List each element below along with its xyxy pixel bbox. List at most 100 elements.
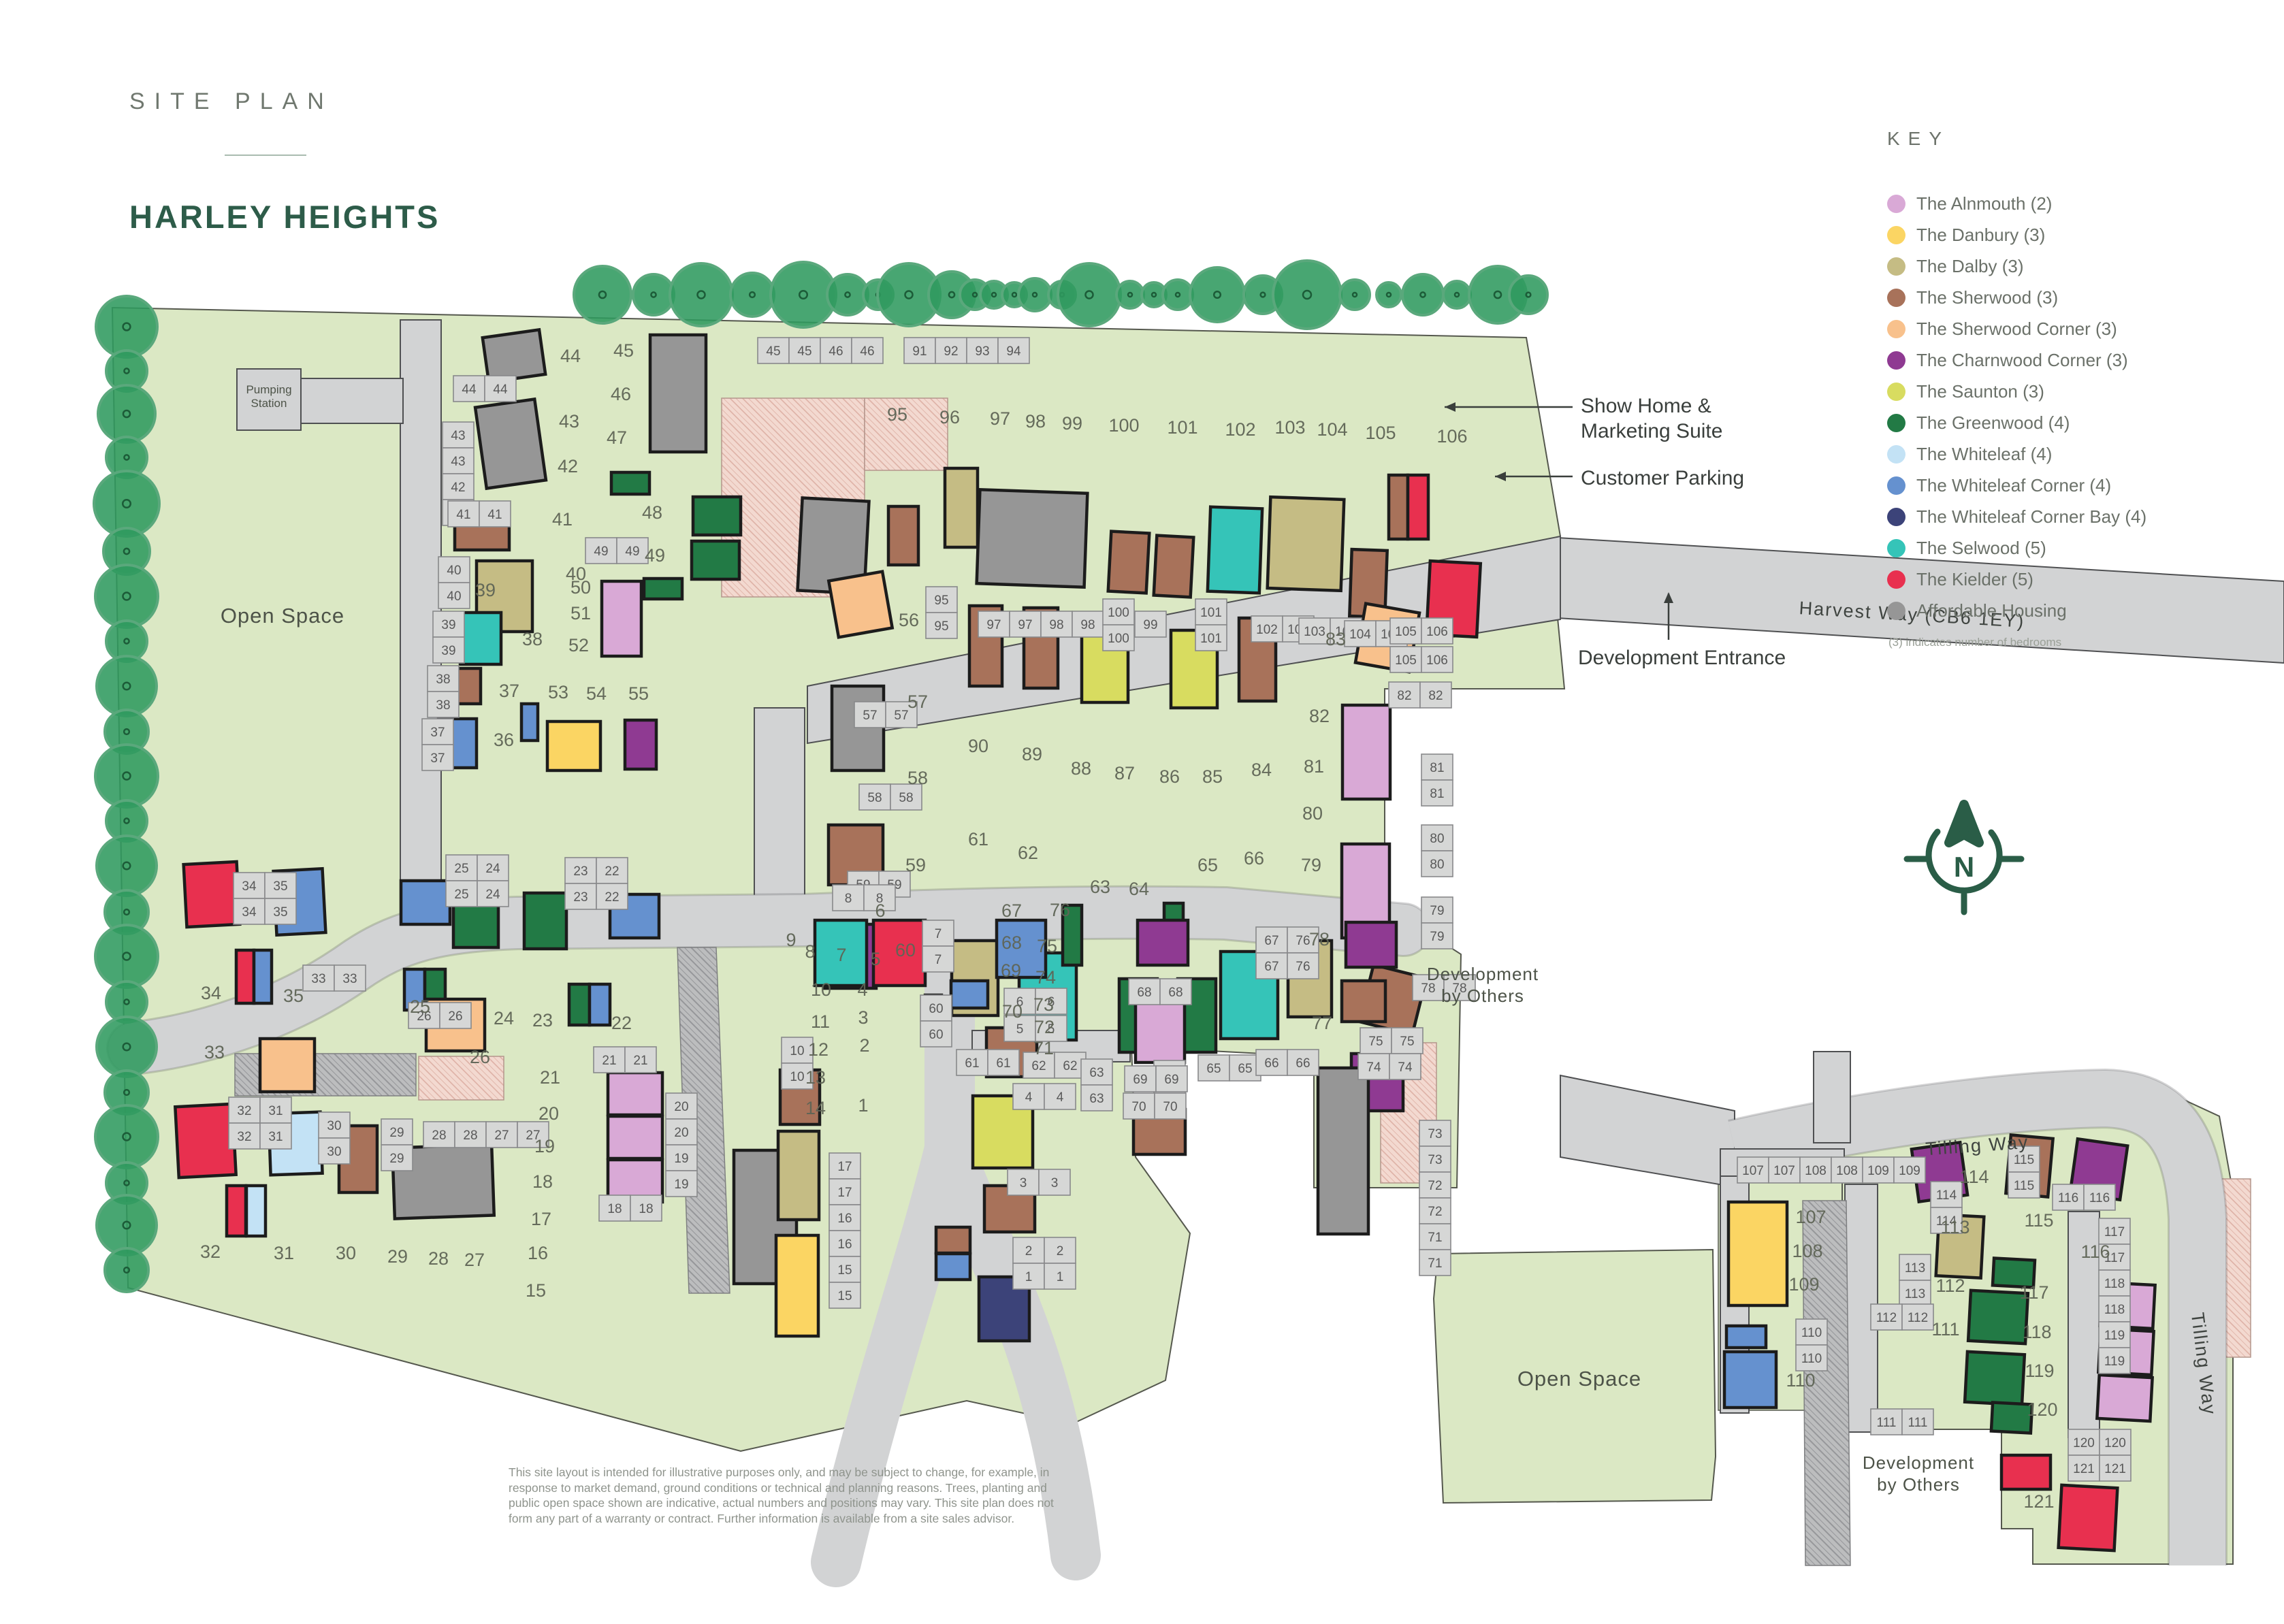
parking-bay: 35 xyxy=(264,898,297,925)
parking-bay-number: 62 xyxy=(1031,1059,1046,1073)
page-eyebrow: SITE PLAN xyxy=(129,88,334,114)
parking-bay-number: 74 xyxy=(1366,1060,1381,1075)
tree-icon xyxy=(94,564,159,629)
house-ch xyxy=(1344,920,1398,969)
house-sh xyxy=(1387,473,1410,541)
parking-bay: 95 xyxy=(925,586,958,613)
parking-bay: 58 xyxy=(890,783,922,811)
parking-bay: 42 xyxy=(442,473,475,500)
parking-bay: 57 xyxy=(885,701,918,728)
parking-bay: 98 xyxy=(1072,611,1104,638)
compass-icon: N xyxy=(1903,800,2025,915)
parking-bay: 73 xyxy=(1419,1120,1451,1147)
key-item: The Dalby (3) xyxy=(1887,250,2268,282)
parking-bay: 110 xyxy=(1795,1344,1828,1371)
parking-bay: 43 xyxy=(442,447,475,474)
plot-number: 52 xyxy=(568,635,589,655)
key-item: Affordable Housing xyxy=(1887,595,2268,626)
parking-bay-number: 108 xyxy=(1836,1164,1858,1178)
parking-bay-number: 74 xyxy=(1398,1060,1413,1075)
parking-bay-number: 76 xyxy=(1296,960,1310,974)
parking-bay: 106 xyxy=(1421,617,1453,645)
house-ch xyxy=(1136,918,1190,967)
plot-number: 28 xyxy=(428,1248,449,1269)
parking-bay-number: 43 xyxy=(451,455,465,469)
parking-bay-number: 1 xyxy=(1057,1270,1064,1284)
plot-number: 35 xyxy=(283,986,304,1006)
house-wc xyxy=(995,918,1048,979)
key-swatch-icon xyxy=(1887,194,1905,213)
key-item: The Kielder (5) xyxy=(1887,564,2268,595)
parking-bay: 82 xyxy=(1388,681,1421,709)
house-gr xyxy=(1963,1350,2027,1407)
plot-number: 34 xyxy=(201,983,221,1003)
parking-bay: 66 xyxy=(1287,1049,1319,1076)
parking-bay-number: 28 xyxy=(463,1128,477,1143)
parking-bay: 27 xyxy=(485,1121,518,1148)
parking-bay: 61 xyxy=(956,1049,988,1076)
dev-others-label-2a: Development xyxy=(1863,1452,1974,1473)
plot-number: 65 xyxy=(1197,855,1218,875)
dev-others-label-1b: by Others xyxy=(1441,986,1524,1006)
house-gr xyxy=(1061,903,1084,967)
show-home-line1: Show Home & xyxy=(1581,395,1711,417)
parking-bay: 74 xyxy=(1389,1053,1421,1080)
house-al xyxy=(1340,703,1392,801)
key-item-label: The Selwood (5) xyxy=(1916,537,2046,558)
parking-bay-number: 98 xyxy=(1049,618,1063,632)
parking-bay: 34 xyxy=(233,872,266,899)
parking-bay-number: 81 xyxy=(1430,761,1444,775)
parking-bay: 114 xyxy=(1930,1181,1963,1208)
open-space-label-west: Open Space xyxy=(221,604,344,628)
plot-number: 86 xyxy=(1159,766,1180,787)
plot-number: 58 xyxy=(907,768,928,788)
parking-bay: 26 xyxy=(408,1002,440,1029)
parking-bay: 80 xyxy=(1421,850,1453,877)
parking-bay-number: 108 xyxy=(1805,1164,1827,1178)
key-swatch-icon xyxy=(1887,257,1905,276)
house-se xyxy=(458,611,503,666)
house-al xyxy=(1133,996,1187,1065)
parking-bay-number: 105 xyxy=(1395,653,1417,668)
house-gr xyxy=(567,982,592,1027)
key-title: KEY xyxy=(1887,128,1950,149)
parking-bay: 66 xyxy=(1255,1049,1288,1076)
tree-icon xyxy=(94,1104,159,1169)
plot-number: 66 xyxy=(1244,848,1264,868)
paved-courtyard-north-arm xyxy=(864,397,948,471)
parking-bay-number: 101 xyxy=(1200,632,1222,646)
tree-icon xyxy=(669,262,734,327)
parking-bay-number: 28 xyxy=(432,1128,446,1143)
parking-bay: 45 xyxy=(788,337,821,364)
parking-bay-number: 21 xyxy=(602,1054,616,1068)
parking-bay: 108 xyxy=(1831,1156,1863,1184)
parking-bay: 115 xyxy=(2008,1171,2040,1199)
parking-bay: 29 xyxy=(381,1118,413,1146)
plot-number: 71 xyxy=(1033,1038,1054,1058)
key-item: The Saunton (3) xyxy=(1887,376,2268,407)
parking-bay-number: 30 xyxy=(327,1119,341,1133)
key-item-label: The Whiteleaf (4) xyxy=(1916,443,2053,464)
parking-bay: 113 xyxy=(1899,1254,1931,1281)
plot-number: 101 xyxy=(1167,417,1197,438)
parking-bay-number: 73 xyxy=(1428,1153,1442,1167)
parking-bay: 97 xyxy=(1009,611,1042,638)
tree-icon xyxy=(102,527,151,576)
parking-bay: 111 xyxy=(1870,1408,1903,1435)
parking-bay-number: 25 xyxy=(454,862,468,876)
plot-number: 56 xyxy=(899,610,919,630)
parking-bay-number: 40 xyxy=(447,564,461,578)
plot-number: 36 xyxy=(494,730,514,750)
key-item: The Whiteleaf Corner (4) xyxy=(1887,470,2268,501)
plot-number: 61 xyxy=(968,829,988,849)
house-sh xyxy=(1106,530,1151,595)
parking-bay: 20 xyxy=(665,1092,698,1120)
parking-bay: 38 xyxy=(427,691,460,718)
page-title: HARLEY HEIGHTS xyxy=(129,199,440,235)
house-wc xyxy=(608,892,661,940)
parking-bay: 121 xyxy=(2099,1455,2132,1482)
connector-road xyxy=(754,707,805,924)
parking-bay-number: 61 xyxy=(965,1056,979,1071)
